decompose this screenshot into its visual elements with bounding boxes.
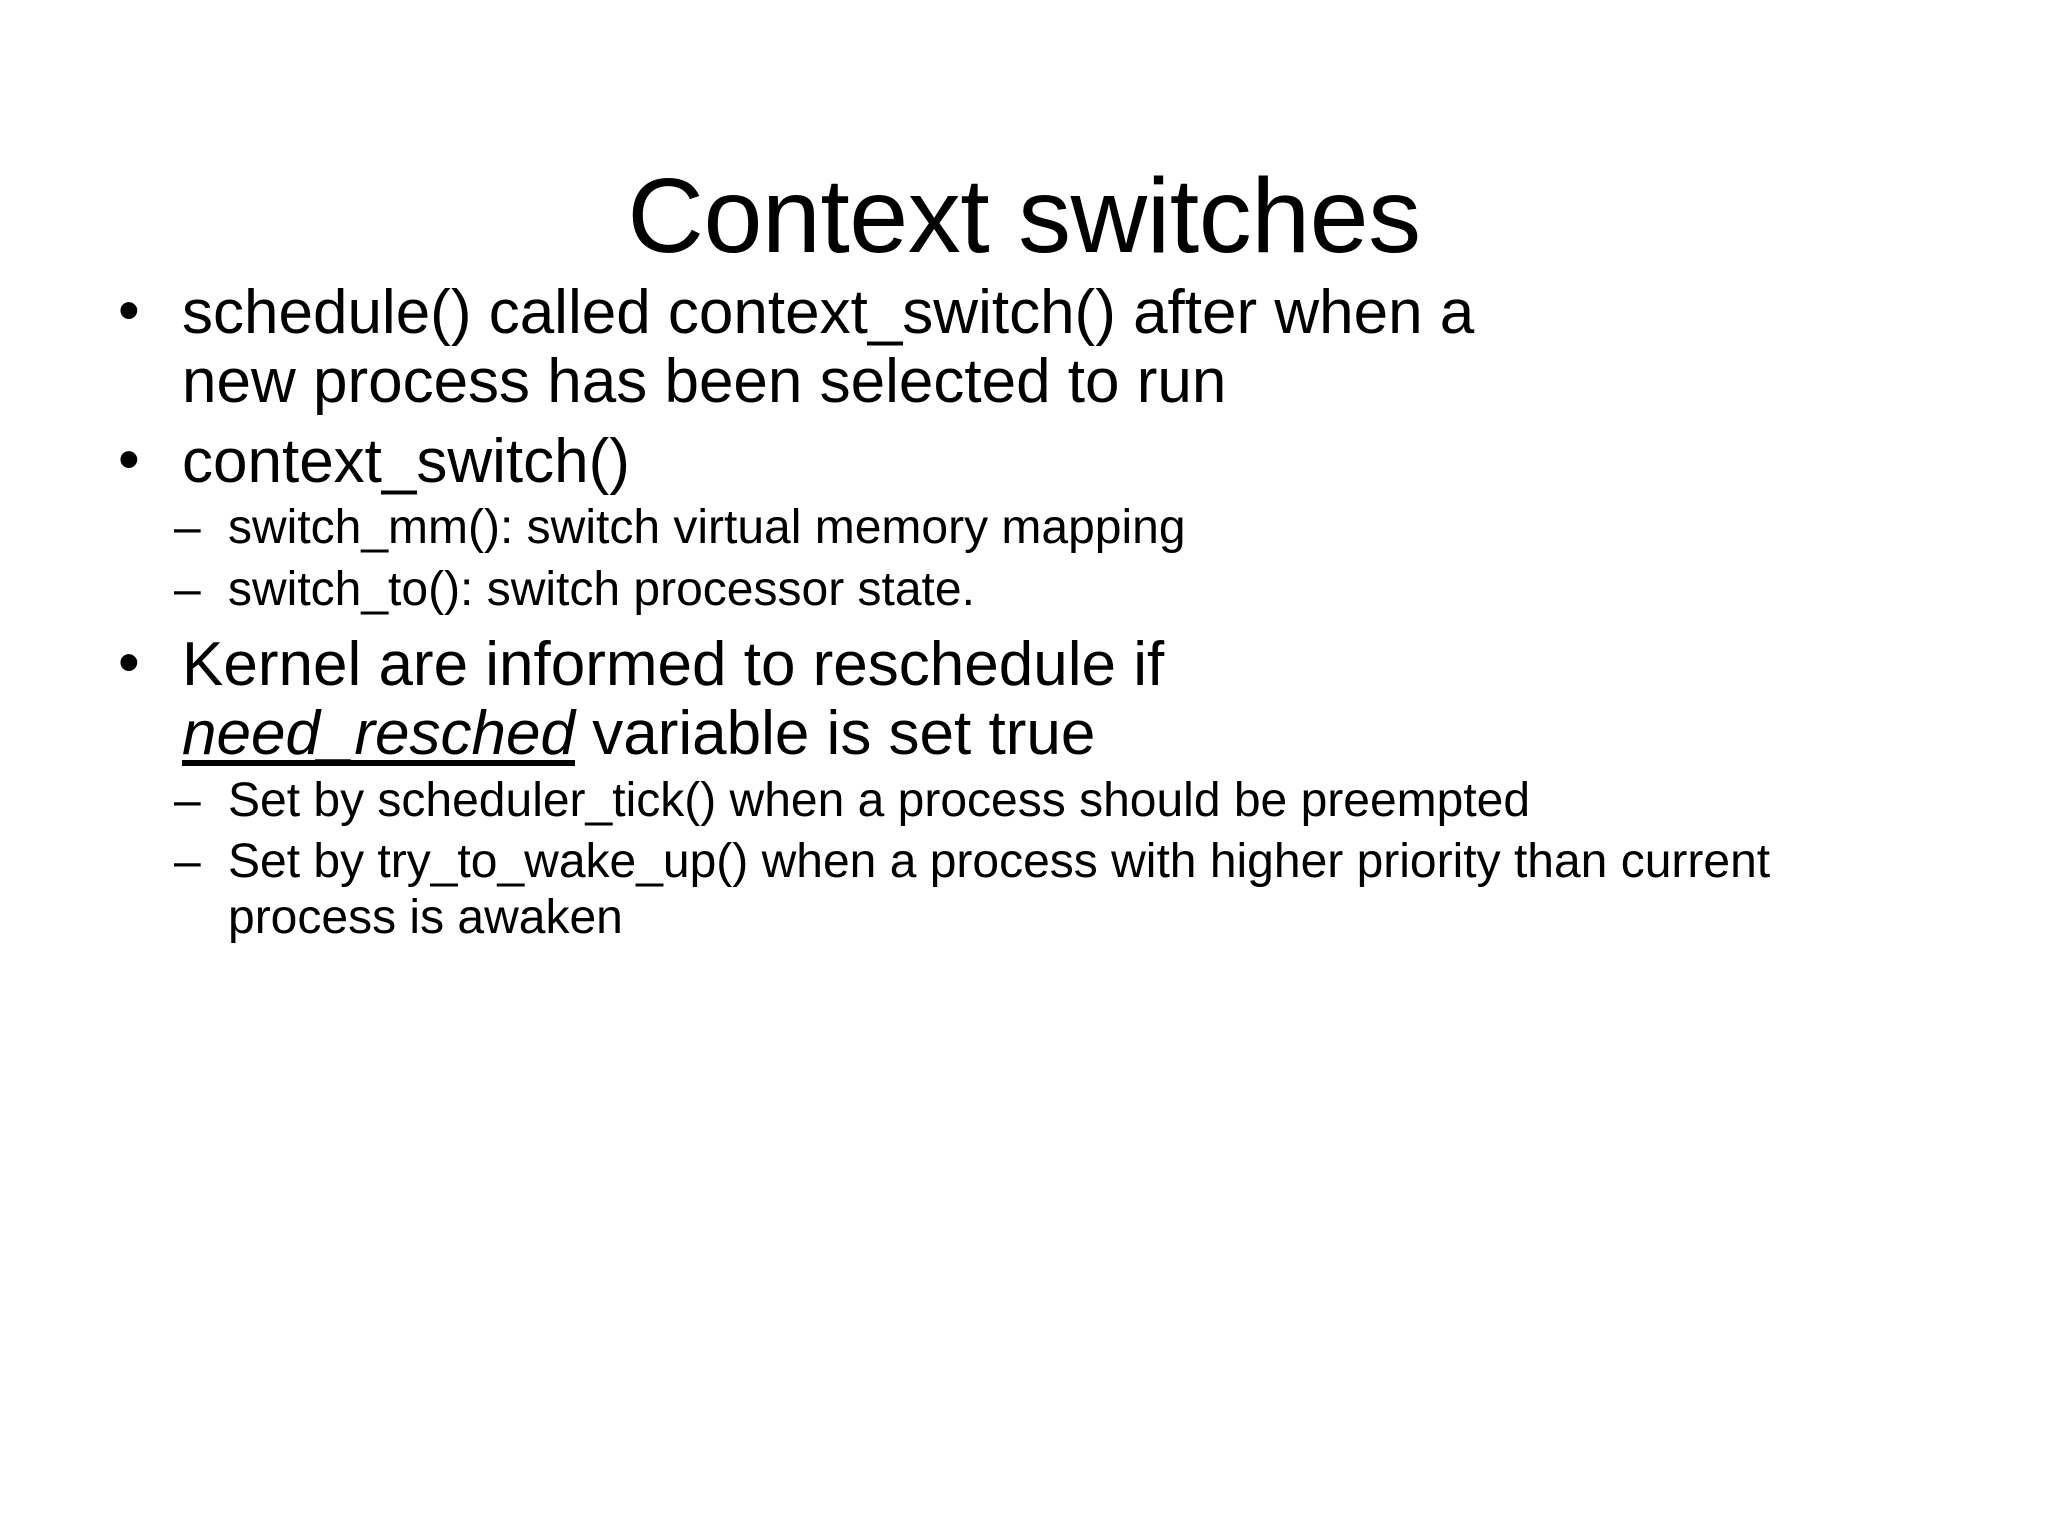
bullet-item-1: • schedule() called context_switch() aft…	[104, 276, 1964, 417]
bullet-marker-icon: •	[118, 276, 140, 345]
dash-marker-icon: –	[174, 773, 201, 827]
bullet-text-3-before: Kernel are informed to reschedule if	[182, 629, 1165, 699]
sub-bullet-item-3: – Set by scheduler_tick() when a process…	[104, 773, 1964, 829]
sub-bullet-item-1: – switch_mm(): switch virtual memory map…	[104, 500, 1964, 556]
bullet-marker-icon: •	[118, 424, 140, 494]
sub-bullet-text-1: switch_mm(): switch virtual memory mappi…	[228, 501, 1186, 555]
sub-bullet-item-2: – switch_to(): switch processor state.	[104, 562, 1964, 618]
bullet-text-3-after: variable is set true	[574, 699, 1096, 769]
bullet-marker-icon: •	[118, 627, 140, 697]
dash-marker-icon: –	[174, 562, 201, 616]
sub-bullet-item-4: – Set by try_to_wake_up() when a process…	[104, 834, 1964, 945]
slide-body: • schedule() called context_switch() aft…	[104, 276, 1964, 952]
emphasized-variable-need-resched: need_resched	[182, 699, 575, 769]
sub-bullet-text-3: Set by scheduler_tick() when a process s…	[228, 773, 1531, 827]
bullet-text-2: context_switch()	[182, 426, 630, 496]
bullet-text-1: schedule() called context_switch() after…	[182, 278, 1475, 417]
dash-marker-icon: –	[174, 501, 201, 555]
sub-bullet-text-4: Set by try_to_wake_up() when a process w…	[228, 835, 1771, 944]
sub-bullet-text-2: switch_to(): switch processor state.	[228, 562, 975, 616]
dash-marker-icon: –	[174, 835, 201, 889]
bullet-item-3: • Kernel are informed to reschedule if n…	[104, 627, 1964, 769]
page-title: Context switches	[627, 157, 1421, 276]
bullet-item-2: • context_switch()	[104, 424, 1964, 496]
bullet-text-3: Kernel are informed to reschedule if nee…	[182, 630, 1562, 769]
